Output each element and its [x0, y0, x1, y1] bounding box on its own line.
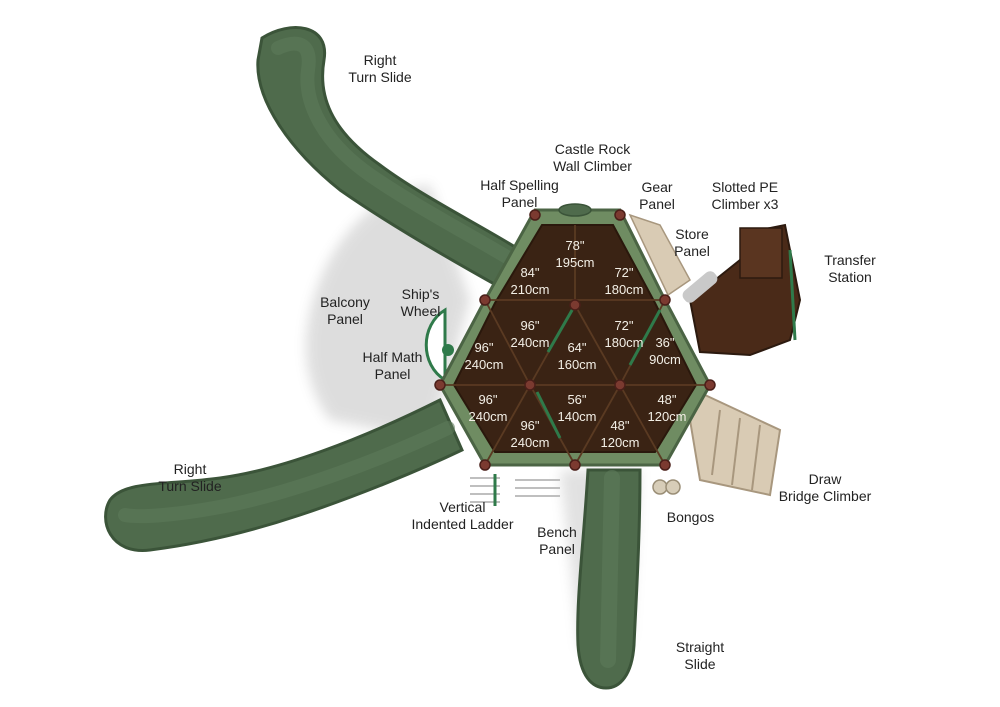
store-panel: [628, 213, 691, 297]
deck-posts: [434, 209, 716, 471]
label-balcony-panel: Balcony Panel: [320, 294, 370, 327]
svg-text:140cm: 140cm: [557, 409, 596, 424]
ships-wheel-icon[interactable]: [442, 344, 454, 356]
svg-text:240cm: 240cm: [510, 435, 549, 450]
deck-8: 36" 90cm: [649, 335, 681, 367]
label-half-spelling-panel: Half Spelling Panel: [480, 177, 559, 210]
svg-text:180cm: 180cm: [604, 335, 643, 350]
bongos[interactable]: [652, 479, 681, 495]
label-gear-panel: Gear Panel: [639, 179, 675, 212]
deck-1: 78" 195cm: [555, 238, 594, 270]
svg-text:180cm: 180cm: [604, 282, 643, 297]
deck-4: 96" 240cm: [510, 318, 549, 350]
svg-text:72": 72": [614, 265, 633, 280]
label-right-turn-slide-top: Right Turn Slide: [348, 52, 412, 85]
label-draw-bridge-climber: Draw Bridge Climber: [778, 471, 872, 504]
svg-text:90cm: 90cm: [649, 352, 681, 367]
deck-13: 48" 120cm: [600, 418, 639, 450]
deck-11: 48" 120cm: [647, 392, 686, 424]
vertical-indented-ladder[interactable]: [470, 474, 500, 506]
deck-measurements: 78" 195cm 84" 210cm 72" 180cm 96" 240cm 72" 1…: [464, 238, 686, 450]
svg-text:96": 96": [474, 340, 493, 355]
svg-text:96": 96": [520, 318, 539, 333]
label-bongos: Bongos: [666, 509, 715, 525]
label-straight-slide: Straight Slide: [675, 639, 725, 672]
label-castle-rock-wall-climber: Castle Rock Wall Climber: [553, 141, 632, 174]
svg-text:210cm: 210cm: [510, 282, 549, 297]
svg-text:160cm: 160cm: [557, 357, 596, 372]
castle-rock-wall-climber[interactable]: [558, 203, 592, 217]
svg-text:96": 96": [520, 418, 539, 433]
deck-dividers: [440, 225, 710, 466]
svg-text:96": 96": [478, 392, 497, 407]
label-transfer-station: Transfer Station: [824, 252, 876, 285]
svg-text:64": 64": [567, 340, 586, 355]
svg-text:195cm: 195cm: [555, 255, 594, 270]
deck-2: 84" 210cm: [510, 265, 549, 297]
svg-text:84": 84": [520, 265, 539, 280]
svg-text:78": 78": [565, 238, 584, 253]
svg-text:48": 48": [657, 392, 676, 407]
label-right-turn-slide-bottom: Right Turn Slide: [158, 461, 222, 494]
deck-10: 56" 140cm: [557, 392, 596, 424]
transfer-station[interactable]: [688, 223, 802, 357]
svg-text:48": 48": [610, 418, 629, 433]
svg-text:72": 72": [614, 318, 633, 333]
deck-9: 96" 240cm: [468, 392, 507, 424]
label-vertical-indented-ladder: Vertical Indented Ladder: [411, 499, 514, 532]
right-turn-slide-top-chute: [271, 36, 519, 267]
right-turn-slide-bottom-chute: [118, 421, 455, 524]
deck-12: 96" 240cm: [510, 418, 549, 450]
straight-slide-chute: [600, 470, 620, 668]
deck-3: 72" 180cm: [604, 265, 643, 297]
deck-5: 72" 180cm: [604, 318, 643, 350]
deck-floor: [452, 224, 698, 453]
svg-text:240cm: 240cm: [464, 357, 503, 372]
label-half-math-panel: Half Math Panel: [362, 349, 423, 382]
svg-text:56": 56": [567, 392, 586, 407]
label-bench-panel: Bench Panel: [537, 524, 577, 557]
label-store-panel: Store Panel: [674, 226, 710, 259]
main-deck: [434, 203, 716, 471]
svg-text:36": 36": [655, 335, 674, 350]
svg-text:240cm: 240cm: [468, 409, 507, 424]
svg-text:120cm: 120cm: [647, 409, 686, 424]
svg-text:240cm: 240cm: [510, 335, 549, 350]
deck-green-rails: [535, 304, 662, 439]
deck-7: 64" 160cm: [557, 340, 596, 372]
bench-panel: [515, 479, 560, 497]
slotted-pe-climber[interactable]: [680, 269, 720, 305]
label-ships-wheel: Ship's Wheel: [400, 286, 441, 319]
svg-text:120cm: 120cm: [600, 435, 639, 450]
label-slotted-pe-climber: Slotted PE Climber x3: [711, 179, 779, 212]
deck-6: 96" 240cm: [464, 340, 503, 372]
